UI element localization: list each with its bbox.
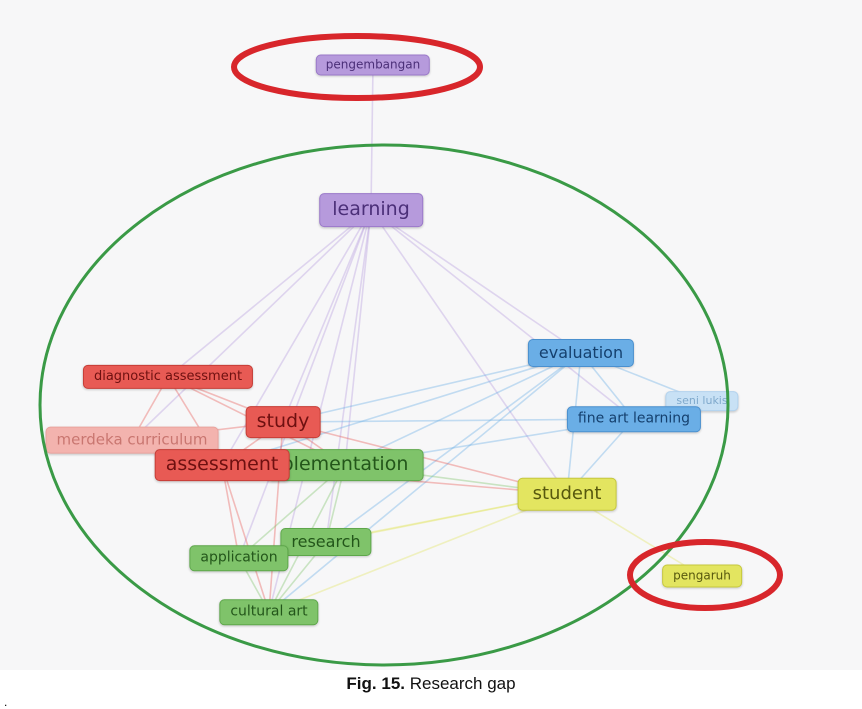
footnote-mark: . [4,695,8,709]
main-cluster-circle [38,143,730,667]
caption-label: Fig. 15. [346,674,405,693]
node-fine-art-learning[interactable]: fine art learning [566,406,702,432]
node-evaluation[interactable]: evaluation [527,339,635,367]
node-implementation[interactable]: plementation [266,449,424,481]
edge-learning-fine_art_learning [370,209,635,420]
edge-evaluation-assessment [221,352,582,466]
node-merdeka-curriculum[interactable]: merdeka curriculum [45,426,219,454]
edge-assessment-cultural_art [221,464,270,613]
edge-learning-merdeka_curriculum [131,209,372,441]
edge-student-cultural_art [268,493,568,613]
node-diagnostic-assessment[interactable]: diagnostic assessment [82,364,254,390]
node-study[interactable]: study [245,406,321,438]
edge-learning-diagnostic_assessment [167,209,372,378]
edge-learning-application [238,209,372,559]
node-cultural-art[interactable]: cultural art [219,599,319,625]
gap-circle-pengaruh [627,539,783,611]
edge-pengembangan-learning [370,64,374,211]
edge-learning-implementation [344,209,372,466]
node-pengaruh[interactable]: pengaruh [662,564,742,588]
edge-learning-evaluation [370,209,582,354]
edge-evaluation-cultural_art [268,352,582,613]
node-assessment[interactable]: assessment [154,449,290,481]
edge-evaluation-implementation [344,352,582,466]
gap-circle-pengembangan [231,33,483,101]
node-pengembangan[interactable]: pengembangan [315,54,431,76]
network-diagram: pengembangan learning evaluation seni lu… [38,33,783,667]
edge-learning-student [370,209,568,495]
highlight-circles [38,33,783,667]
node-seni-lukis[interactable]: seni lukis [665,391,739,411]
figure-caption: Fig. 15. Research gap [0,674,862,694]
caption-text: Research gap [405,674,516,693]
node-research[interactable]: research [280,528,372,556]
node-learning[interactable]: learning [319,193,423,227]
node-student[interactable]: student [517,477,617,511]
edge-evaluation-research [325,352,582,543]
edge-learning-study [282,209,372,423]
edge-learning-research [325,209,372,543]
node-application[interactable]: application [189,545,289,571]
